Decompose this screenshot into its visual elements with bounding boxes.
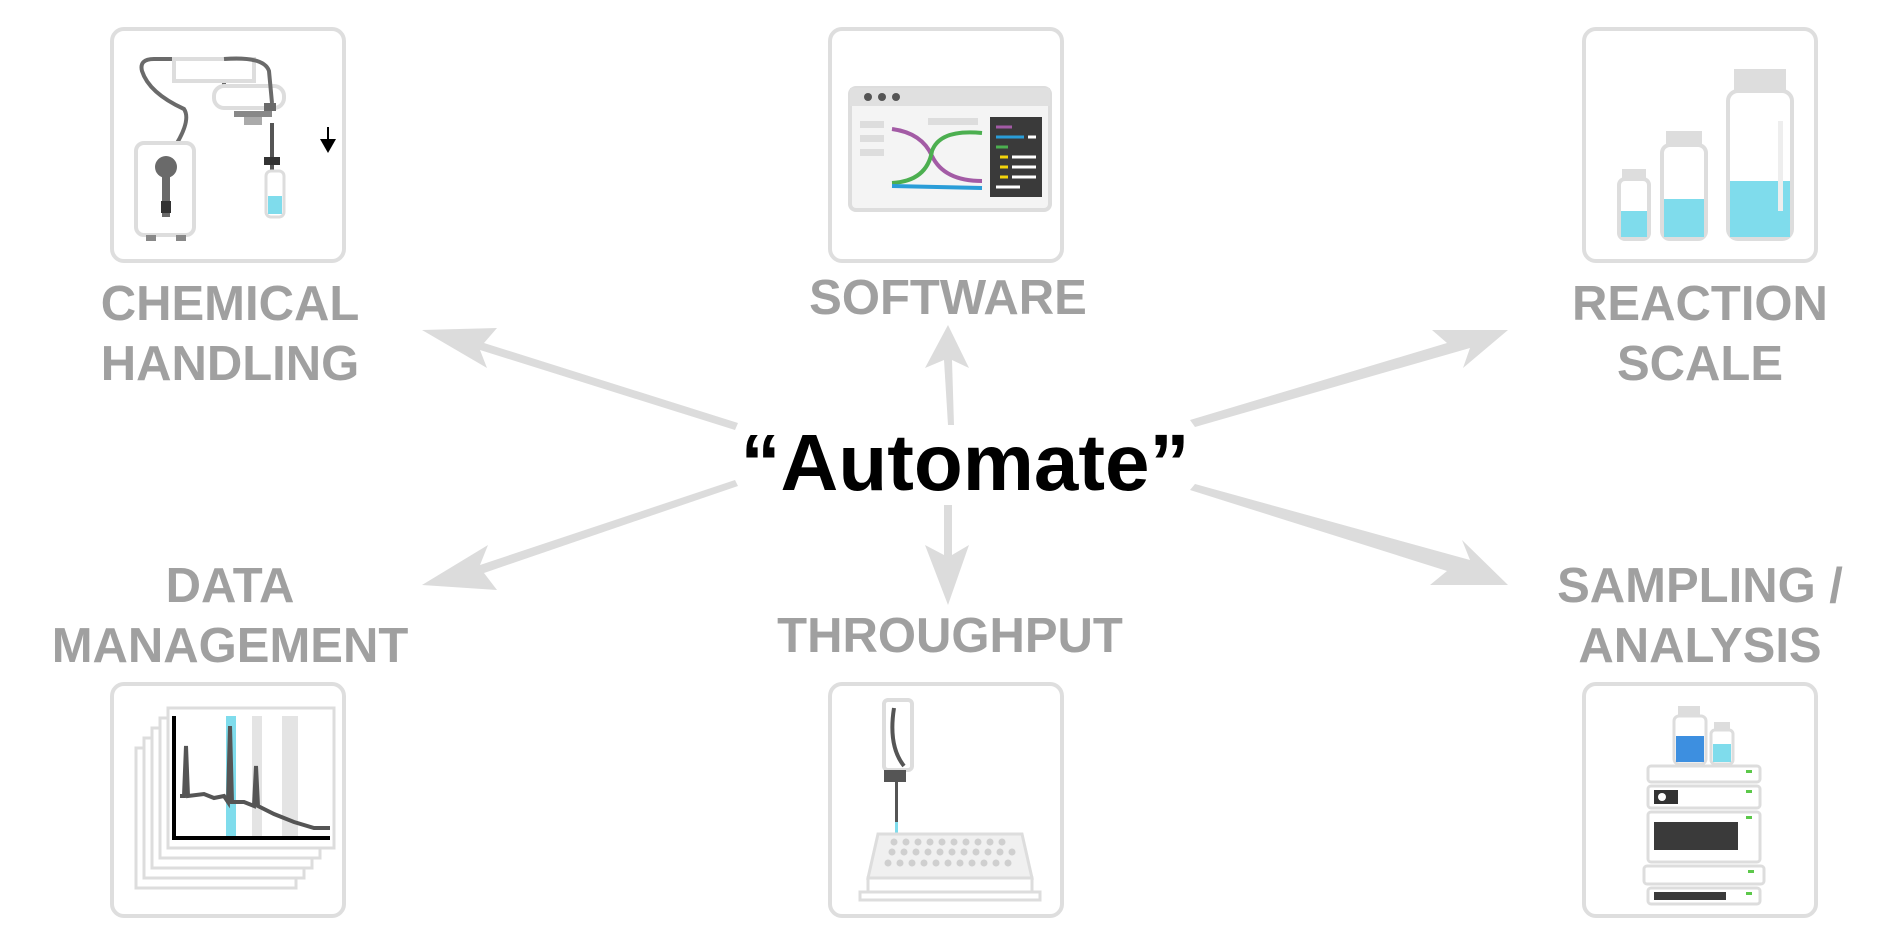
software-line-1: SOFTWARE bbox=[809, 271, 1087, 325]
sampling-analysis-card bbox=[1582, 682, 1818, 918]
chemical-handling-line-1: CHEMICAL bbox=[100, 277, 360, 331]
reaction-scale-card bbox=[1582, 27, 1818, 263]
data-management-card bbox=[110, 682, 346, 918]
spectra-icon bbox=[134, 706, 336, 890]
arrow-to-reaction-scale bbox=[1190, 330, 1508, 427]
throughput-line-1: THROUGHPUT bbox=[777, 609, 1123, 663]
sampling-analysis-label: SAMPLING / ANALYSIS bbox=[1530, 556, 1870, 676]
hplc-instrument-icon bbox=[1642, 706, 1766, 906]
arrow-to-throughput bbox=[925, 505, 969, 605]
arrow-to-chemical-handling bbox=[422, 328, 738, 430]
software-window-icon bbox=[848, 86, 1052, 212]
liquid-handler-icon bbox=[134, 56, 336, 241]
data-management-line-1: DATA bbox=[165, 559, 295, 613]
software-card bbox=[828, 27, 1064, 263]
sampling-analysis-line-2: ANALYSIS bbox=[1578, 619, 1822, 673]
arrow-to-data-management bbox=[422, 480, 738, 590]
throughput-card bbox=[828, 682, 1064, 918]
chemical-handling-card bbox=[110, 27, 346, 263]
well-plate-icon bbox=[858, 698, 1042, 902]
reaction-scale-line-1: REACTION bbox=[1572, 277, 1828, 331]
data-management-label: DATA MANAGEMENT bbox=[30, 556, 430, 676]
arrow-to-software bbox=[925, 325, 969, 425]
software-label: SOFTWARE bbox=[778, 268, 1118, 328]
arrow-to-sampling-analysis bbox=[1190, 484, 1508, 585]
vials-icon bbox=[1617, 69, 1794, 241]
data-management-line-2: MANAGEMENT bbox=[51, 619, 409, 673]
sampling-analysis-line-1: SAMPLING / bbox=[1557, 559, 1843, 613]
reaction-scale-label: REACTION SCALE bbox=[1530, 274, 1870, 394]
throughput-label: THROUGHPUT bbox=[760, 606, 1140, 666]
center-title: “Automate” bbox=[740, 418, 1190, 507]
reaction-scale-line-2: SCALE bbox=[1616, 337, 1784, 391]
chemical-handling-line-2: HANDLING bbox=[100, 337, 360, 391]
chemical-handling-label: CHEMICAL HANDLING bbox=[60, 274, 400, 394]
